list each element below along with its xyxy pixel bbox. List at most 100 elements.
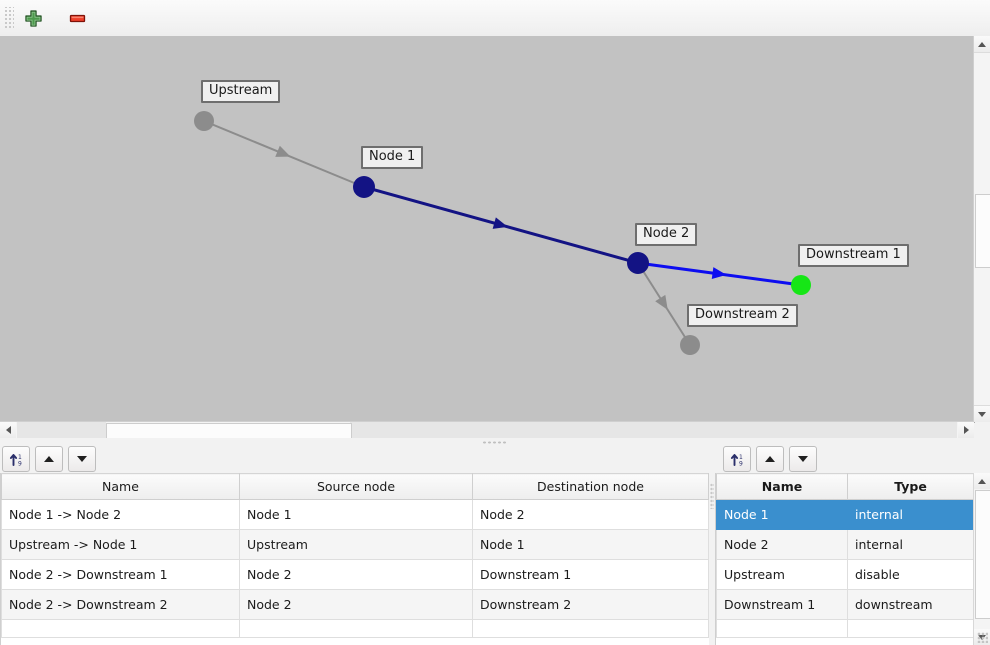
sort-ascending-icon: 1 9 [9, 454, 22, 467]
chevron-up-icon [978, 478, 986, 484]
table-empty-row [716, 619, 974, 638]
table-empty-row [1, 619, 709, 638]
edges-table-cell-r0-c2[interactable]: Node 2 [472, 499, 709, 530]
nodes-table-cell-r3-c0[interactable]: Downstream 1 [716, 589, 848, 620]
nodes-table-empty-cell-1 [847, 619, 974, 638]
hscroll-left-button[interactable] [0, 422, 16, 438]
edges-move-up-button[interactable] [35, 446, 63, 472]
vscroll-down-button[interactable] [974, 405, 990, 422]
canvas-horizontal-scrollbar[interactable] [0, 421, 974, 439]
edges-table-cell-r2-c0[interactable]: Node 2 -> Downstream 1 [1, 559, 240, 590]
edges-table-cell-r1-c1[interactable]: Upstream [239, 529, 473, 560]
nodes-vscroll-thumb[interactable] [975, 490, 990, 619]
chevron-left-icon [5, 426, 11, 434]
vscroll-up-button[interactable] [974, 36, 990, 53]
edges-table-cell-r0-c1[interactable]: Node 1 [239, 499, 473, 530]
graph-svg [194, 111, 811, 355]
chevron-up-icon [978, 41, 986, 47]
edges-table-column-header-1[interactable]: Source node [239, 473, 473, 500]
red-minus-icon [69, 14, 85, 22]
hscroll-right-button[interactable] [958, 422, 974, 438]
canvas-vertical-scrollbar[interactable] [973, 36, 990, 422]
graph-node-downstream2[interactable] [680, 335, 700, 355]
nodes-table-cell-r1-c1[interactable]: internal [847, 529, 974, 560]
nodes-table-cell-r0-c1[interactable]: internal [847, 499, 974, 530]
main-toolbar [0, 0, 990, 37]
edges-table-empty-cell-1 [239, 619, 473, 638]
vscroll-thumb[interactable] [975, 194, 990, 268]
edges-table-cell-r3-c2[interactable]: Downstream 2 [472, 589, 709, 620]
nodes-table-cell-r0-c0[interactable]: Node 1 [716, 499, 848, 530]
nodes-table-cell-r2-c0[interactable]: Upstream [716, 559, 848, 590]
graph-node-downstream1[interactable] [791, 275, 811, 295]
hscroll-track-after[interactable] [350, 422, 957, 438]
edges-table-cell-r3-c1[interactable]: Node 2 [239, 589, 473, 620]
nodes-table-vertical-scrollbar[interactable] [973, 473, 990, 645]
edges-table-cell-r2-c1[interactable]: Node 2 [239, 559, 473, 590]
horizontal-splitter[interactable] [0, 438, 990, 445]
edges-sort-button[interactable]: 1 9 [2, 446, 30, 472]
svg-text:9: 9 [739, 460, 743, 467]
nodes-table-cell-r3-c1[interactable]: downstream [847, 589, 974, 620]
nodes-move-up-button[interactable] [756, 446, 784, 472]
edges-table-cell-r3-c0[interactable]: Node 2 -> Downstream 2 [1, 589, 240, 620]
node-label-node2[interactable]: Node 2 [635, 223, 698, 246]
hscroll-thumb[interactable] [106, 423, 352, 439]
nodes-move-down-button[interactable] [789, 446, 817, 472]
edges-table-column-header-0[interactable]: Name [1, 473, 240, 500]
nodes-table-cell-r2-c1[interactable]: disable [847, 559, 974, 590]
nodes-sort-button[interactable]: 1 9 [723, 446, 751, 472]
graph-node-node2[interactable] [627, 252, 649, 274]
svg-text:1: 1 [739, 454, 743, 461]
edges-move-down-button[interactable] [68, 446, 96, 472]
edges-table-cell-r2-c2[interactable]: Downstream 1 [472, 559, 709, 590]
green-plus-icon [24, 9, 42, 27]
nodes-table-column-header-0[interactable]: Name [716, 473, 848, 500]
node-label-downstream1[interactable]: Downstream 1 [798, 244, 909, 267]
add-node-button[interactable] [18, 3, 48, 33]
graph-node-node1[interactable] [353, 176, 375, 198]
nodes-table-column-header-1[interactable]: Type [847, 473, 974, 500]
node-label-node1[interactable]: Node 1 [361, 146, 424, 169]
edges-table-cell-r1-c0[interactable]: Upstream -> Node 1 [1, 529, 240, 560]
hscroll-track-before[interactable] [17, 422, 106, 438]
chevron-down-icon [978, 411, 986, 417]
edges-table-column-header-2[interactable]: Destination node [472, 473, 709, 500]
toolbar-drag-handle[interactable] [4, 7, 14, 29]
edges-table-empty-cell-2 [472, 619, 709, 638]
nodes-table-cell-r1-c0[interactable]: Node 2 [716, 529, 848, 560]
chevron-right-icon [963, 426, 969, 434]
graph-node-upstream[interactable] [194, 111, 214, 131]
node-label-downstream2[interactable]: Downstream 2 [687, 304, 798, 327]
splitter-grip-icon [482, 441, 508, 444]
edges-table-empty-cell-0 [1, 619, 240, 638]
sort-ascending-icon: 1 9 [730, 454, 743, 467]
nodes-vscroll-up-button[interactable] [974, 473, 990, 489]
node-label-upstream[interactable]: Upstream [201, 80, 281, 103]
vertical-splitter-grip-icon [710, 483, 714, 509]
window-resize-grip-icon[interactable] [977, 632, 988, 643]
vertical-splitter[interactable] [709, 443, 715, 645]
remove-node-button[interactable] [62, 3, 92, 33]
edges-table-cell-r0-c0[interactable]: Node 1 -> Node 2 [1, 499, 240, 530]
edges-table-cell-r1-c2[interactable]: Node 1 [472, 529, 709, 560]
